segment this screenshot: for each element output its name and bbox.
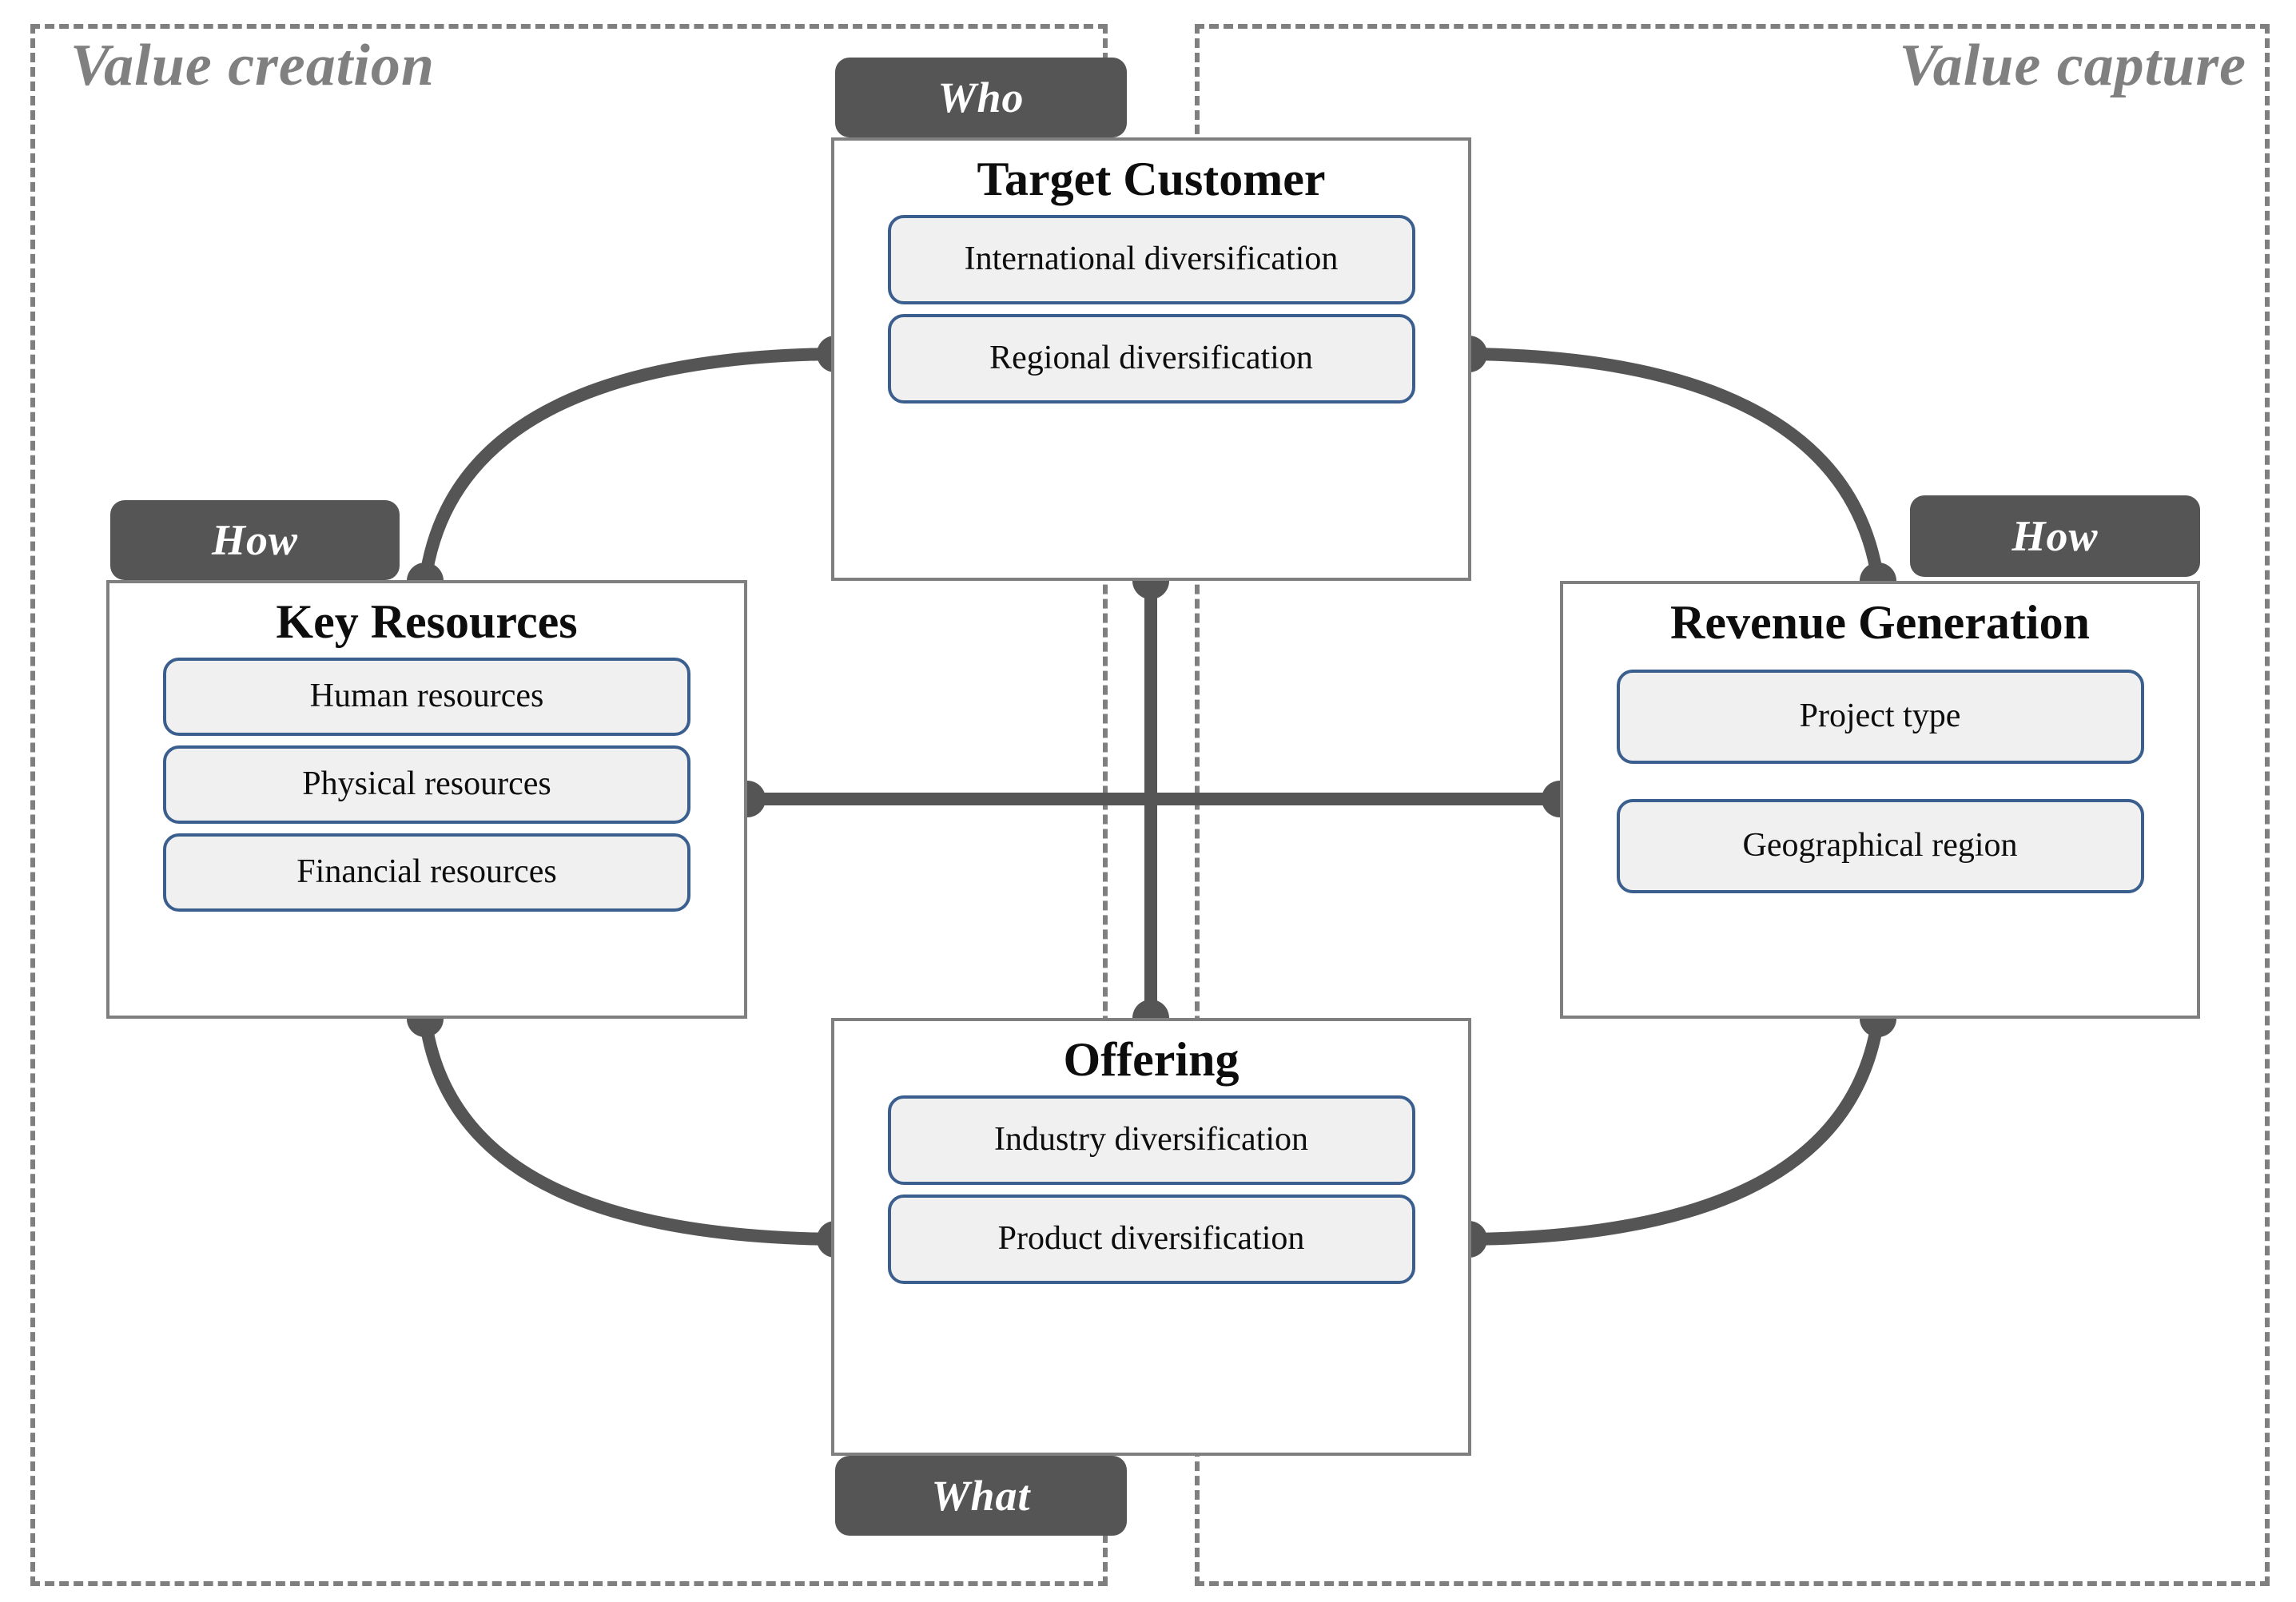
chip-list-key-resources: Human resources Physical resources Finan… bbox=[109, 658, 744, 912]
chip-list-revenue-generation: Project type Geographical region bbox=[1563, 670, 2197, 893]
block-title-offering: Offering bbox=[1063, 1033, 1240, 1086]
chip-list-offering: Industry diversification Product diversi… bbox=[834, 1095, 1468, 1284]
block-key-resources[interactable]: Key Resources Human resources Physical r… bbox=[106, 580, 747, 1019]
value-creation-label: Value creation bbox=[70, 33, 435, 98]
tag-how-revenue-generation: How bbox=[1910, 495, 2200, 577]
block-target-customer[interactable]: Target Customer International diversific… bbox=[831, 137, 1471, 581]
chip-regional-diversification[interactable]: Regional diversification bbox=[887, 314, 1415, 403]
chip-project-type[interactable]: Project type bbox=[1616, 670, 2144, 764]
chip-physical-resources[interactable]: Physical resources bbox=[163, 745, 690, 824]
block-offering[interactable]: Offering Industry diversification Produc… bbox=[831, 1018, 1471, 1456]
chip-product-diversification[interactable]: Product diversification bbox=[887, 1195, 1415, 1284]
chip-industry-diversification[interactable]: Industry diversification bbox=[887, 1095, 1415, 1185]
tag-what: What bbox=[835, 1456, 1127, 1536]
chip-human-resources[interactable]: Human resources bbox=[163, 658, 690, 736]
block-revenue-generation[interactable]: Revenue Generation Project type Geograph… bbox=[1560, 581, 2200, 1019]
block-title-target-customer: Target Customer bbox=[977, 153, 1326, 205]
chip-financial-resources[interactable]: Financial resources bbox=[163, 833, 690, 912]
block-title-key-resources: Key Resources bbox=[276, 595, 578, 648]
tag-who: Who bbox=[835, 58, 1127, 137]
chip-geographical-region[interactable]: Geographical region bbox=[1616, 799, 2144, 893]
chip-list-target-customer: International diversification Regional d… bbox=[834, 215, 1468, 403]
chip-international-diversification[interactable]: International diversification bbox=[887, 215, 1415, 304]
tag-how-key-resources: How bbox=[110, 500, 400, 580]
block-title-revenue-generation: Revenue Generation bbox=[1670, 596, 2090, 649]
value-capture-label: Value capture bbox=[1899, 33, 2246, 98]
